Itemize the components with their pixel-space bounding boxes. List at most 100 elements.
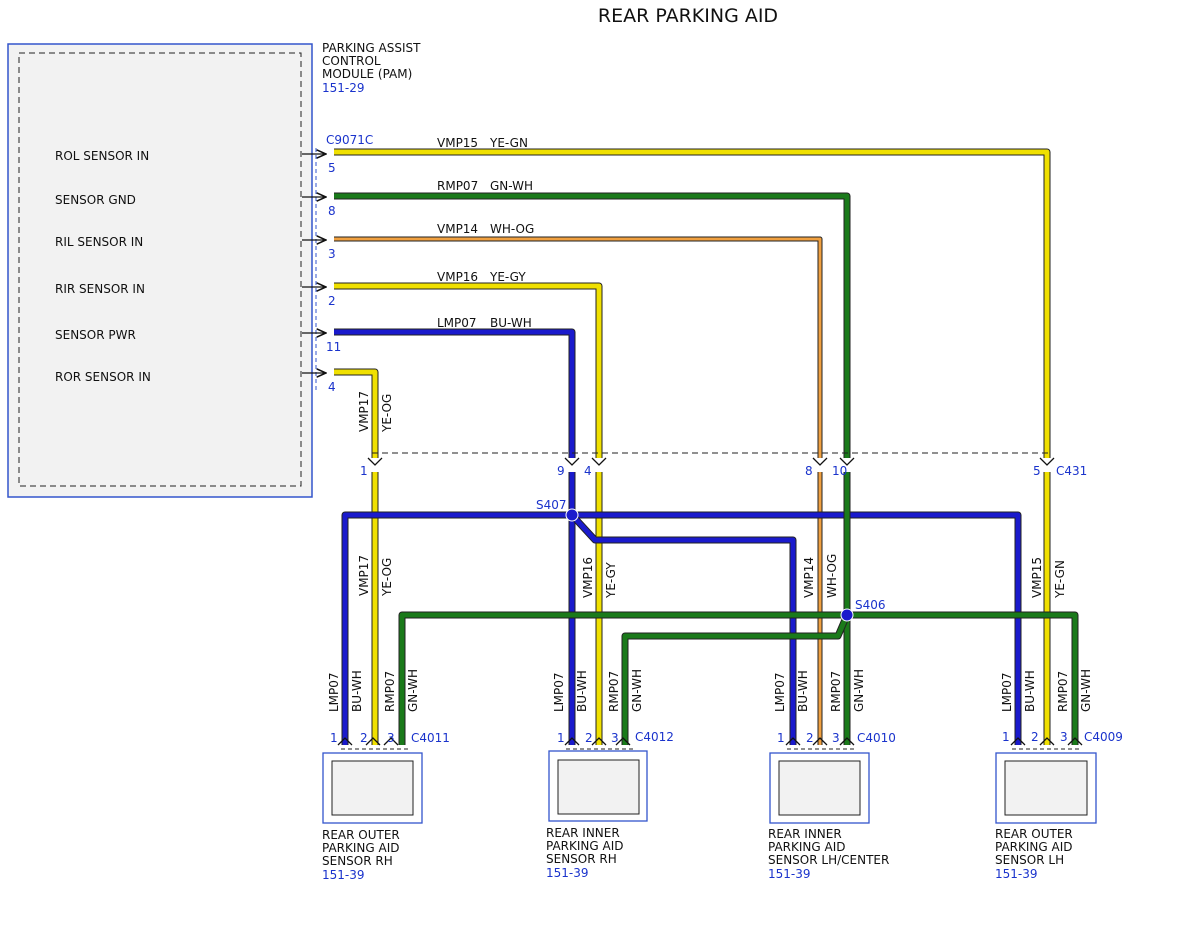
sensor3-name-1: REAR INNER xyxy=(768,827,842,841)
vlabel-yeog-top: YE-OG xyxy=(380,394,394,433)
sensor4-name-1: REAR OUTER xyxy=(995,827,1073,841)
vlabel-s3-rmp07: RMP07 xyxy=(829,671,843,712)
sensor1-ref: 151-39 xyxy=(322,868,365,882)
sensor1-pin-1: 1 xyxy=(330,731,338,745)
vlabel-s4-gnwh: GN-WH xyxy=(1079,669,1093,712)
splice-s406-label: S406 xyxy=(855,598,886,612)
wire-bu-bus-right xyxy=(572,512,1021,745)
wire-lmp07 xyxy=(334,329,575,458)
sensor4-connector: C4009 xyxy=(1084,730,1123,744)
inline-connector-c431: 1 9 4 8 10 5 C431 xyxy=(360,452,1087,478)
module-pin-labels: ROL SENSOR IN SENSOR GND RIL SENSOR IN R… xyxy=(55,149,341,394)
sensor3-pin-1: 1 xyxy=(777,731,785,745)
sensor2-ref: 151-39 xyxy=(546,866,589,880)
sensor1-pin-2: 2 xyxy=(360,731,368,745)
vlabel-vmp16: VMP16 xyxy=(581,557,595,598)
pin-label-rol: ROL SENSOR IN xyxy=(55,149,149,163)
wire-bu-to-s3 xyxy=(570,513,796,745)
vlabel-s3-lmp07: LMP07 xyxy=(773,672,787,712)
wire-rmp07 xyxy=(334,193,850,458)
sensor3-pin-2: 2 xyxy=(806,731,814,745)
sensor2-pin-1: 1 xyxy=(557,731,565,745)
pin-label-ror: ROR SENSOR IN xyxy=(55,370,151,384)
sensor4-pin-1: 1 xyxy=(1002,730,1010,744)
wire-gn-bus-right-outline xyxy=(847,611,1079,745)
sensor2-name-1: REAR INNER xyxy=(546,826,620,840)
wire-vmp15 xyxy=(334,149,1050,458)
wire-circuit-vmp15: VMP15 xyxy=(437,136,478,150)
sensor1-name-3: SENSOR RH xyxy=(322,854,393,868)
wire-rmp07-outline xyxy=(334,192,851,458)
splice-s407-dot xyxy=(565,508,579,522)
sensor1-pin-3: 3 xyxy=(387,731,395,745)
sensor2-connector: C4012 xyxy=(635,730,674,744)
vlabel-s1-buwh: BU-WH xyxy=(350,670,364,712)
sensor-rear-inner-rh: 1 2 3 C4012 REAR INNER PARKING AID SENSO… xyxy=(546,730,674,880)
sensor4-pin-3: 3 xyxy=(1060,730,1068,744)
sensor4-pin-2: 2 xyxy=(1031,730,1039,744)
sensor4-name-2: PARKING AID xyxy=(995,840,1073,854)
wire-circuit-rmp07: RMP07 xyxy=(437,179,478,193)
sensor2-name-3: SENSOR RH xyxy=(546,852,617,866)
sensor3-ref: 151-39 xyxy=(768,867,811,881)
pin-label-ril: RIL SENSOR IN xyxy=(55,235,143,249)
wire-circuit-vmp16: VMP16 xyxy=(437,270,478,284)
sensor-rear-outer-lh: 1 2 3 C4009 REAR OUTER PARKING AID SENSO… xyxy=(995,730,1123,881)
vlabel-yeog: YE-OG xyxy=(380,558,394,597)
wire-vmp17 xyxy=(334,369,378,458)
vlabel-vmp17-top: VMP17 xyxy=(357,391,371,432)
sensor2-pin-3: 3 xyxy=(611,731,619,745)
pin-number-11: 11 xyxy=(326,340,341,354)
sensor-rear-outer-rh: 1 2 3 C4011 REAR OUTER PARKING AID SENSO… xyxy=(322,731,450,882)
vlabel-whog: WH-OG xyxy=(825,554,839,598)
vlabel-s3-gnwh: GN-WH xyxy=(852,669,866,712)
vlabel-s2-gnwh: GN-WH xyxy=(630,669,644,712)
vlabel-vmp17: VMP17 xyxy=(357,555,371,596)
vlabel-s1-rmp07: RMP07 xyxy=(383,671,397,712)
sensor1-name-1: REAR OUTER xyxy=(322,828,400,842)
sensor1-name-2: PARKING AID xyxy=(322,841,400,855)
wire-color-vmp15: YE-GN xyxy=(489,136,528,150)
sensor3-pin-3: 3 xyxy=(832,731,840,745)
module-pin-arrows xyxy=(302,154,326,373)
wire-vmp14-outline xyxy=(334,236,823,458)
wire-circuit-vmp14: VMP14 xyxy=(437,222,478,236)
wire-color-vmp16: YE-GY xyxy=(489,270,526,284)
wire-labels-vertical: VMP17 YE-OG VMP17 YE-OG VMP16 YE-GY VMP1… xyxy=(327,391,1093,712)
vlabel-s2-buwh: BU-WH xyxy=(575,670,589,712)
module-name-line-1: PARKING ASSIST xyxy=(322,41,421,55)
pin-number-4: 4 xyxy=(328,380,336,394)
splice-s407-label: S407 xyxy=(536,498,567,512)
pin-label-sensor-gnd: SENSOR GND xyxy=(55,193,136,207)
wire-labels-horizontal: VMP15 YE-GN RMP07 GN-WH VMP14 WH-OG VMP1… xyxy=(437,136,534,330)
sensor3-connector: C4010 xyxy=(857,731,896,745)
vlabel-s4-rmp07: RMP07 xyxy=(1056,671,1070,712)
vlabel-yegy: YE-GY xyxy=(604,562,618,599)
c431-pin-5: 5 xyxy=(1033,464,1041,478)
sensors: 1 2 3 C4011 REAR OUTER PARKING AID SENSO… xyxy=(322,730,1123,882)
module-name-line-3: MODULE (PAM) xyxy=(322,67,412,81)
wire-bu-bus-left xyxy=(342,512,572,745)
vlabel-vmp15: VMP15 xyxy=(1030,557,1044,598)
vlabel-vmp14: VMP14 xyxy=(802,557,816,598)
module-connector-label: C9071C xyxy=(326,133,373,147)
wire-circuit-lmp07: LMP07 xyxy=(437,316,477,330)
sensor3-name-3: SENSOR LH/CENTER xyxy=(768,853,889,867)
module-ref: 151-29 xyxy=(322,81,365,95)
vlabel-s4-buwh: BU-WH xyxy=(1023,670,1037,712)
pin-number-3: 3 xyxy=(328,247,336,261)
pin-label-rir: RIR SENSOR IN xyxy=(55,282,145,296)
wire-gn-to-s2 xyxy=(622,614,850,745)
sensor-rear-inner-lh-center: 1 2 3 C4010 REAR INNER PARKING AID SENSO… xyxy=(768,731,896,881)
vlabel-s4-lmp07: LMP07 xyxy=(1000,672,1014,712)
wire-gn-bus-left xyxy=(399,612,847,745)
pin-number-2: 2 xyxy=(328,294,336,308)
wire-color-vmp14: WH-OG xyxy=(490,222,534,236)
pin-number-8: 8 xyxy=(328,204,336,218)
wires xyxy=(334,148,1079,745)
vlabel-s3-buwh: BU-WH xyxy=(796,670,810,712)
sensor4-ref: 151-39 xyxy=(995,867,1038,881)
wire-color-rmp07: GN-WH xyxy=(490,179,533,193)
sensor4-name-3: SENSOR LH xyxy=(995,853,1064,867)
